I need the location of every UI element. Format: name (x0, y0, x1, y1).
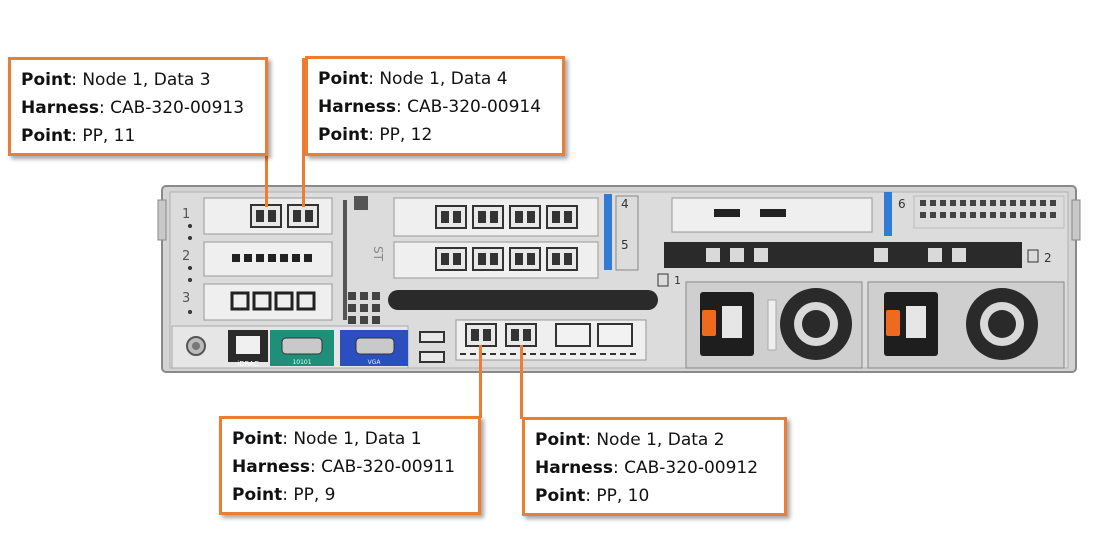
rj45-port-2[interactable] (597, 323, 633, 347)
psu-label-1: 1 (674, 274, 681, 287)
psu-label-2: 2 (1044, 251, 1052, 265)
callout-line: Point: PP, 11 (21, 126, 136, 146)
riser-label: ST (371, 246, 385, 262)
callout-data4: Point: Node 1, Data 4 Harness: CAB-320-0… (305, 56, 565, 156)
callout-data2: Point: Node 1, Data 2 Harness: CAB-320-0… (522, 417, 787, 516)
vent-holes-middle (343, 196, 368, 320)
idrac-label: iDRAC (237, 360, 259, 368)
callout-line: Point: PP, 9 (232, 485, 336, 505)
callout-line: Point: PP, 12 (318, 125, 433, 145)
vent-grid-center (348, 292, 380, 324)
leader-line-data2 (520, 345, 523, 419)
callout-line: Harness: CAB-320-00911 (232, 457, 456, 477)
callout-line: Harness: CAB-320-00912 (535, 458, 759, 478)
sfp-port-data2[interactable] (505, 323, 537, 347)
leader-line-data1 (479, 345, 482, 418)
vent-holes-left (188, 224, 192, 314)
slot-label-3: 3 (182, 291, 190, 306)
callout-line: Point: Node 1, Data 1 (232, 429, 422, 449)
leader-line-data4 (302, 58, 305, 207)
callout-line: Point: Node 1, Data 4 (318, 69, 508, 89)
pcie-slot-3 (203, 283, 333, 321)
callout-line: Point: PP, 10 (535, 486, 650, 506)
leader-line-data3 (265, 153, 268, 207)
slot-label-4: 4 (621, 197, 629, 211)
callout-data1: Point: Node 1, Data 1 Harness: CAB-320-0… (219, 416, 481, 515)
slot-label-1: 1 (182, 207, 190, 222)
serial-label: 10101 (292, 359, 311, 366)
vent-grid-right (913, 195, 1065, 229)
sfp-port-data1[interactable] (465, 323, 497, 347)
handle-bar (388, 290, 658, 310)
rj45-port-1[interactable] (555, 323, 591, 347)
slot-label-5: 5 (621, 238, 629, 252)
vga-label: VGA (368, 359, 382, 366)
callout-data3: Point: Node 1, Data 3 Harness: CAB-320-0… (8, 57, 268, 156)
slot-label-6: 6 (898, 197, 906, 211)
sfp-port-data4[interactable] (287, 204, 319, 228)
callout-line: Point: Node 1, Data 3 (21, 70, 211, 90)
callout-line: Point: Node 1, Data 2 (535, 430, 725, 450)
usb-port-1[interactable] (419, 331, 445, 343)
sfp-port-data3[interactable] (250, 204, 282, 228)
slot-label-2: 2 (182, 249, 190, 264)
usb-port-2[interactable] (419, 351, 445, 363)
callout-line: Harness: CAB-320-00914 (318, 97, 542, 117)
callout-line: Harness: CAB-320-00913 (21, 98, 245, 118)
